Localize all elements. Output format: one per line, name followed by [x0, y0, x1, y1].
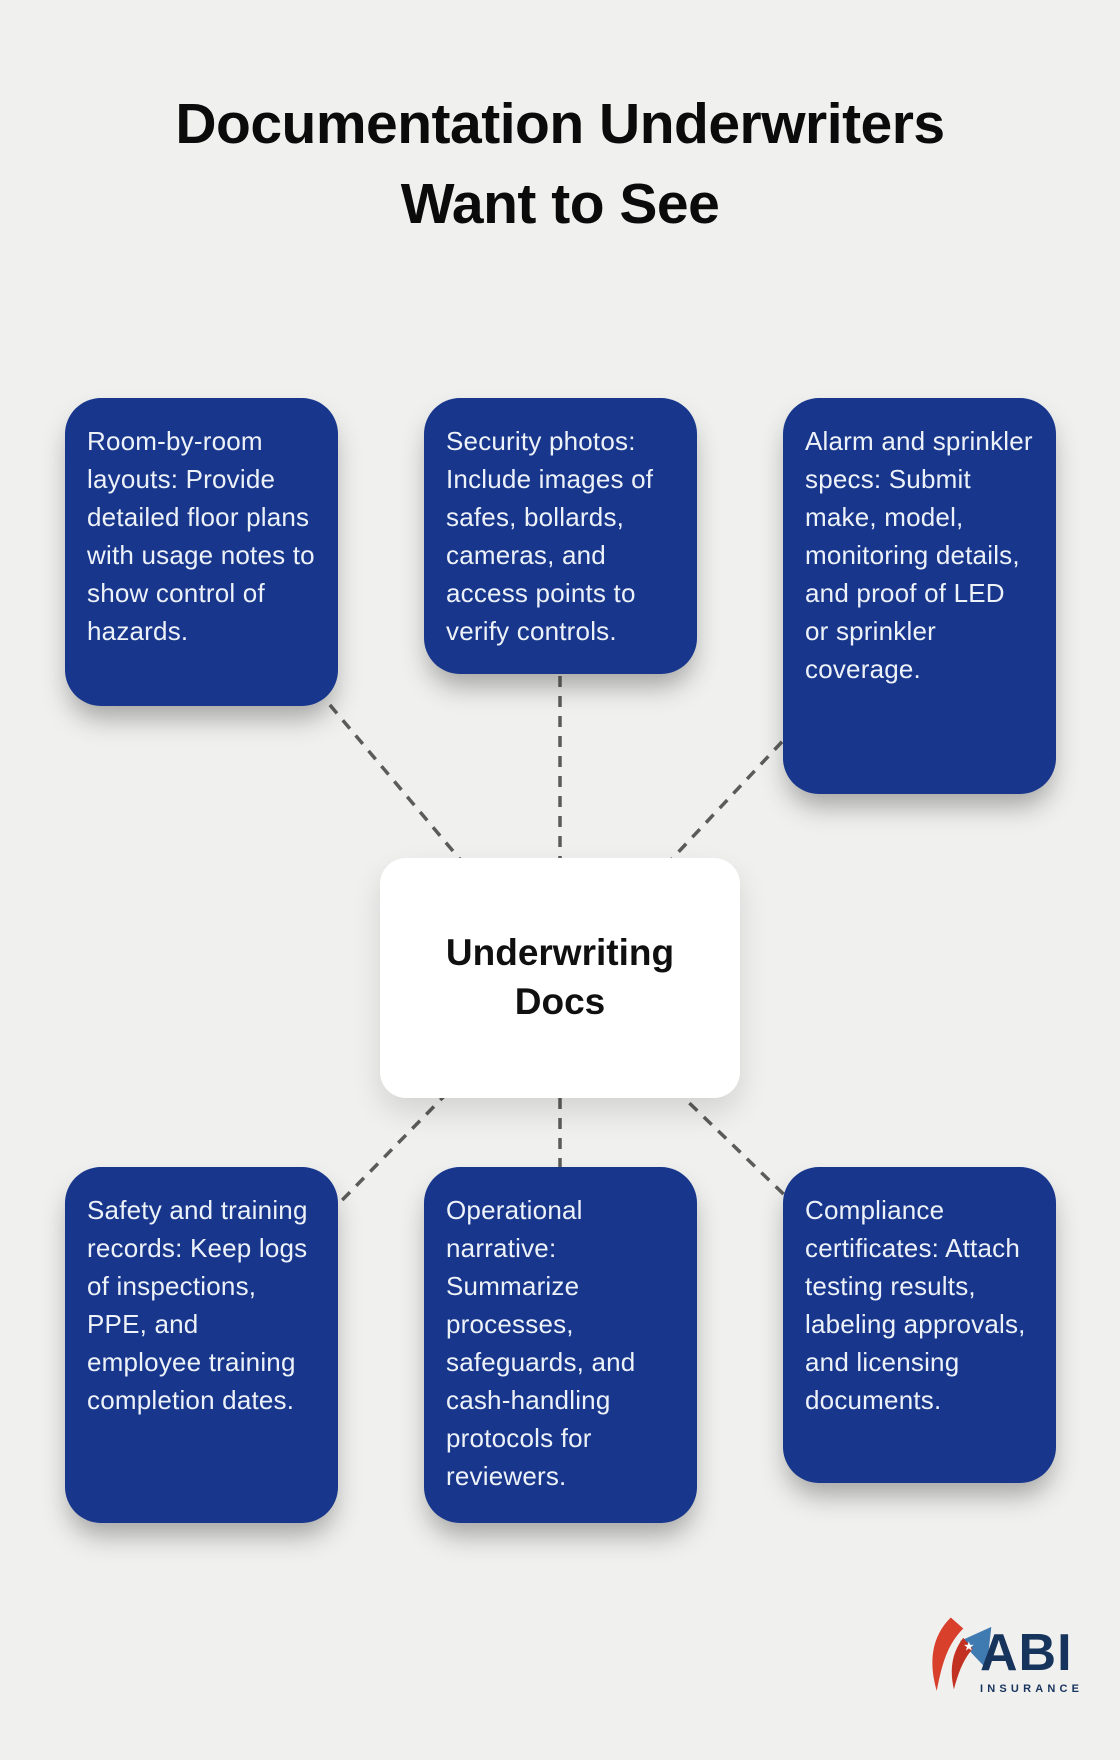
logo-name: ABI [980, 1624, 1073, 1682]
logo-text-block: ABI INSURANCE [980, 1614, 1083, 1695]
node-operational-narrative: Operational narrative: Summarize process… [424, 1167, 697, 1523]
node-text: Compliance certificates: Attach testing … [805, 1195, 1026, 1415]
node-text: Room-by-room layouts: Provide detailed f… [87, 426, 315, 646]
hub-label: Underwriting Docs [445, 932, 675, 1022]
node-compliance-certificates: Compliance certificates: Attach testing … [783, 1167, 1056, 1483]
node-text: Alarm and sprinkler specs: Submit make, … [805, 426, 1033, 684]
node-text: Security photos: Include images of safes… [446, 426, 654, 646]
node-text: Operational narrative: Summarize process… [446, 1195, 636, 1491]
page-title-line2: Want to See [400, 172, 720, 236]
node-alarm-sprinkler-specs: Alarm and sprinkler specs: Submit make, … [783, 398, 1056, 794]
page-title: Documentation Underwriters Want to See [0, 84, 1120, 244]
node-text: Safety and training records: Keep logs o… [87, 1195, 308, 1415]
logo-tagline: INSURANCE [980, 1682, 1084, 1695]
node-room-by-room-layouts: Room-by-room layouts: Provide detailed f… [65, 398, 338, 706]
star-icon: ★ [963, 1639, 974, 1653]
hub-underwriting-docs: Underwriting Docs [380, 858, 740, 1098]
node-safety-training-records: Safety and training records: Keep logs o… [65, 1167, 338, 1523]
abi-insurance-logo: ★ ABI INSURANCE [918, 1614, 1083, 1696]
abi-logo-flag-icon: ★ [932, 1617, 992, 1691]
page-title-line1: Documentation Underwriters [175, 92, 945, 156]
node-security-photos: Security photos: Include images of safes… [424, 398, 697, 674]
